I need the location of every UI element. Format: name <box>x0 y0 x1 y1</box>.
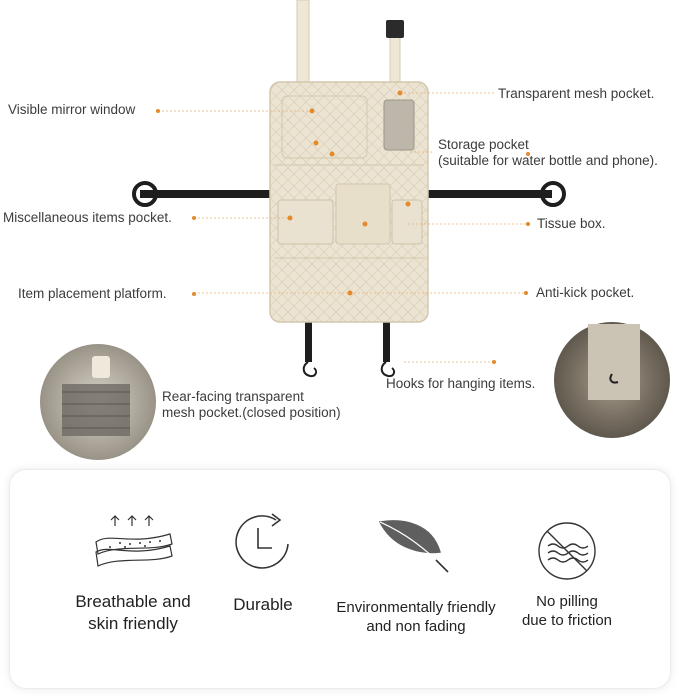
feature-no-pilling: No pilling due to friction <box>502 592 632 630</box>
callout-misc-pocket: Miscellaneous items pocket. <box>3 210 172 225</box>
inset-rear-mesh <box>40 344 156 460</box>
feature-eco: Environmentally friendly and non fading <box>320 598 512 636</box>
feature-breathable: Breathable and skin friendly <box>58 591 208 635</box>
breathable-layers-icon <box>95 515 173 567</box>
feature-no-pilling-line2: due to friction <box>521 612 613 629</box>
callout-mirror-window: Visible mirror window <box>8 102 136 117</box>
hook-right <box>380 361 396 378</box>
callout-rear-mesh: Rear-facing transparent mesh pocket.(clo… <box>162 389 341 421</box>
bottom-strap-right <box>383 300 390 362</box>
feature-eco-line1: Environmentally friendly <box>336 599 496 616</box>
callout-hooks: Hooks for hanging items. <box>386 376 536 391</box>
callout-storage-pocket-line1: Storage pocket <box>438 137 529 152</box>
feature-durable: Durable <box>208 594 318 616</box>
clock-refresh-icon <box>235 513 289 569</box>
tissue-box <box>335 183 391 245</box>
callout-rear-mesh-line2: mesh pocket.(closed position) <box>162 405 341 420</box>
top-strap-left <box>296 0 310 93</box>
strap-hook-left <box>132 181 158 207</box>
feature-breathable-line1: Breathable and <box>75 592 191 611</box>
strap-hook-right <box>540 181 566 207</box>
features-card: Breathable and skin friendly Durable Env… <box>10 470 670 688</box>
hook-left <box>302 361 318 378</box>
feature-breathable-line2: skin friendly <box>88 614 178 633</box>
no-pilling-icon <box>538 522 596 580</box>
callout-mesh-pocket: Transparent mesh pocket. <box>498 86 655 101</box>
misc-pocket <box>277 199 334 245</box>
buckle <box>386 20 404 38</box>
bottom-strap-left <box>305 300 312 362</box>
leaf-icon <box>378 520 449 573</box>
callout-tissue-box: Tissue box. <box>537 216 606 231</box>
organizer-illustration <box>40 0 670 460</box>
callout-storage-pocket-line2: (suitable for water bottle and phone). <box>438 153 658 168</box>
inset-hooks <box>554 322 670 438</box>
mesh-pocket <box>383 99 415 151</box>
callout-rear-mesh-line1: Rear-facing transparent <box>162 389 304 404</box>
callout-anti-kick: Anti-kick pocket. <box>536 285 635 300</box>
callout-storage-pocket: Storage pocket (suitable for water bottl… <box>438 137 658 169</box>
feature-durable-line1: Durable <box>233 595 293 614</box>
callout-platform: Item placement platform. <box>18 286 167 301</box>
feature-eco-line2: and non fading <box>366 618 466 635</box>
feature-no-pilling-line1: No pilling <box>536 593 598 610</box>
